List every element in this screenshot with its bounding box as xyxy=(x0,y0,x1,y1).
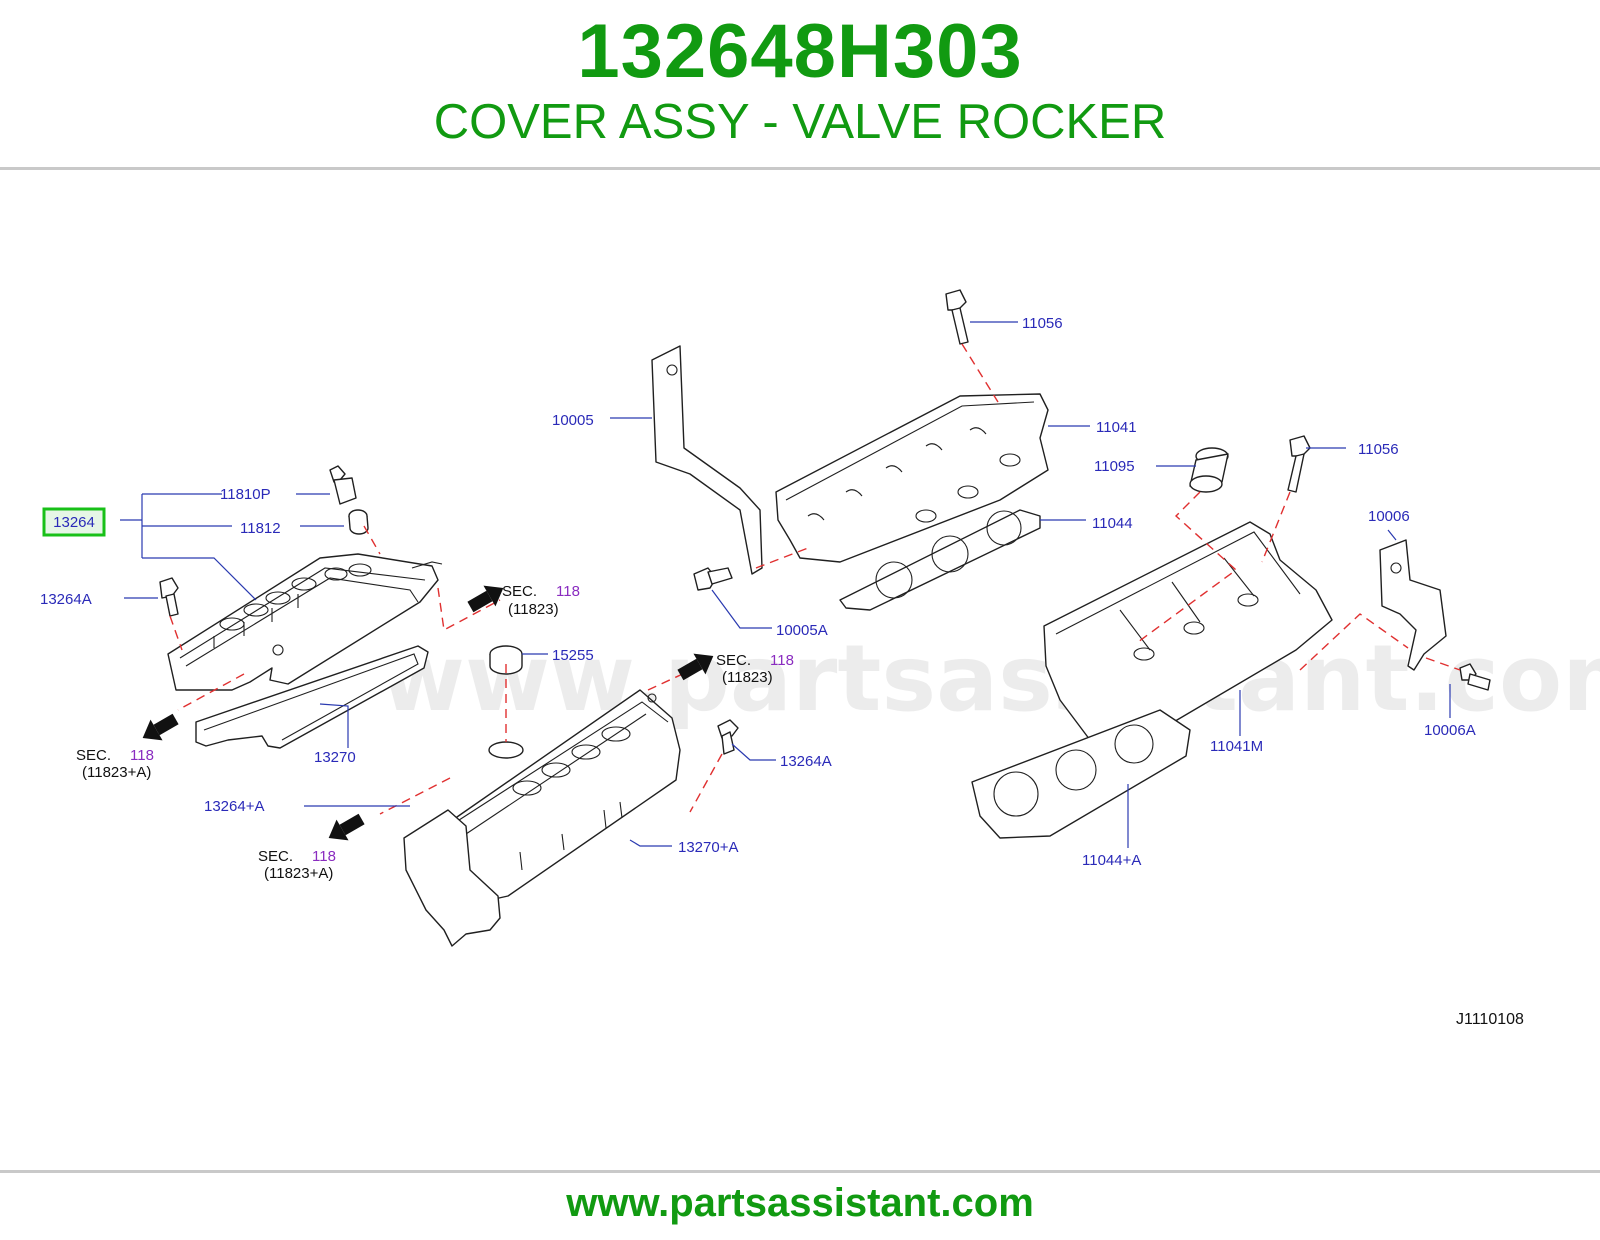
dash-line-8 xyxy=(379,777,451,815)
label-11044[interactable]: 11044 xyxy=(1092,515,1133,532)
sec-ref-2-sec: SEC. xyxy=(76,747,111,764)
label-10006[interactable]: 10006 xyxy=(1368,508,1410,525)
label-13264A-left[interactable]: 13264A xyxy=(40,591,92,608)
dash-line-9 xyxy=(961,343,999,403)
bolt-10005A xyxy=(693,567,733,591)
label-13270plusA[interactable]: 13270+A xyxy=(678,839,738,856)
dowel-11095 xyxy=(1189,447,1229,493)
sec-ref-2-ref: (11823+A) xyxy=(82,764,151,781)
sec-ref-1-ref: (11823) xyxy=(508,601,559,618)
cylinder-head-11041 xyxy=(775,393,1049,563)
valve-cover-lower xyxy=(443,689,681,901)
bolt-10006A xyxy=(1459,663,1491,691)
part-number-title: 132648H303 xyxy=(577,9,1023,94)
sec-ref-1-num: 118 xyxy=(556,583,580,600)
label-10005A[interactable]: 10005A xyxy=(776,622,828,639)
label-11812[interactable]: 11812 xyxy=(240,520,281,537)
label-13264plusA[interactable]: 13264+A xyxy=(204,798,264,815)
leader-13270plusA xyxy=(629,839,672,847)
label-10006A[interactable]: 10006A xyxy=(1424,722,1476,739)
label-11044plusA[interactable]: 11044+A xyxy=(1082,852,1141,869)
figure-code: J1110108 xyxy=(1456,1011,1524,1028)
footer-divider xyxy=(0,1170,1600,1173)
label-13264[interactable]: 13264 xyxy=(53,514,95,531)
watermark: www.partsassistant.com xyxy=(380,625,1600,732)
sec-ref-4-num: 118 xyxy=(312,848,336,865)
stay-10005 xyxy=(651,345,763,575)
sec-ref-2[interactable]: SEC. 118 (11823+A) xyxy=(76,747,154,781)
sec-ref-3-num: 118 xyxy=(770,652,794,669)
label-11041[interactable]: 11041 xyxy=(1096,419,1137,436)
sec-ref-4-sec: SEC. xyxy=(258,848,293,865)
leader-10006 xyxy=(1387,529,1397,541)
head-gasket-11044 xyxy=(839,509,1041,611)
label-11095[interactable]: 11095 xyxy=(1094,458,1135,475)
sec-ref-1[interactable]: SEC. 118 (11823) xyxy=(502,583,580,618)
dash-line-14 xyxy=(1425,657,1461,671)
leader-13264A-right xyxy=(731,743,776,761)
leader-13270 xyxy=(319,703,349,748)
gasket-13270 xyxy=(195,645,429,749)
dash-line-3 xyxy=(177,673,245,711)
dash-line-10 xyxy=(755,547,809,569)
sec-ref-4-ref: (11823+A) xyxy=(264,865,333,882)
sec-ref-4[interactable]: SEC. 118 (11823+A) xyxy=(258,848,336,882)
dash-line-12 xyxy=(1261,491,1291,563)
sec-arrow-upper-left xyxy=(142,713,179,741)
gasket-13270plusA xyxy=(403,809,501,947)
dash-line-1 xyxy=(363,525,381,555)
bolt-11056-right xyxy=(1287,435,1311,493)
label-11056-top[interactable]: 11056 xyxy=(1022,315,1063,332)
leader-13264-bracket xyxy=(120,493,257,601)
part-name-subtitle: COVER ASSY - VALVE ROCKER xyxy=(433,95,1167,149)
label-10005[interactable]: 10005 xyxy=(552,412,594,429)
pcv-valve-11810P xyxy=(329,465,357,505)
leader-10005A xyxy=(711,589,772,629)
sec-arrow-lower-right xyxy=(677,653,714,681)
sec-ref-3-ref: (11823) xyxy=(722,669,773,686)
footer-url-link[interactable]: www.partsassistant.com xyxy=(566,1181,1034,1225)
dash-line-11 xyxy=(1137,491,1238,643)
head-gasket-11044plusA xyxy=(971,709,1191,839)
bolt-11056-top xyxy=(945,289,969,345)
dash-line-7 xyxy=(689,753,723,813)
dash-line-13 xyxy=(1299,613,1409,671)
sec-ref-2-num: 118 xyxy=(130,747,154,764)
sec-ref-3-sec: SEC. xyxy=(716,652,751,669)
label-11041M[interactable]: 11041M xyxy=(1210,738,1263,755)
label-11810P[interactable]: 11810P xyxy=(220,486,271,503)
dash-line-2 xyxy=(169,615,183,651)
label-13264A-right[interactable]: 13264A xyxy=(780,753,832,770)
label-13270[interactable]: 13270 xyxy=(314,749,356,766)
label-15255[interactable]: 15255 xyxy=(552,647,594,664)
header: 132648H303 COVER ASSY - VALVE ROCKER xyxy=(0,0,1600,168)
highlighted-part-13264[interactable]: 13264 xyxy=(42,507,106,537)
parts-diagram: www.partsassistant.com xyxy=(40,289,1600,1028)
header-divider xyxy=(0,167,1600,170)
sec-arrow-upper-right xyxy=(467,585,504,613)
sec-ref-3[interactable]: SEC. 118 (11823) xyxy=(716,652,794,686)
bolt-13264A-right xyxy=(717,719,739,755)
sec-arrow-lower-left xyxy=(328,813,365,841)
label-11056-right[interactable]: 11056 xyxy=(1358,441,1399,458)
bolt-13264A-left xyxy=(159,577,179,617)
grommet-11812 xyxy=(348,509,369,535)
valve-cover-upper xyxy=(167,553,443,691)
sec-ref-1-sec: SEC. xyxy=(502,583,537,600)
